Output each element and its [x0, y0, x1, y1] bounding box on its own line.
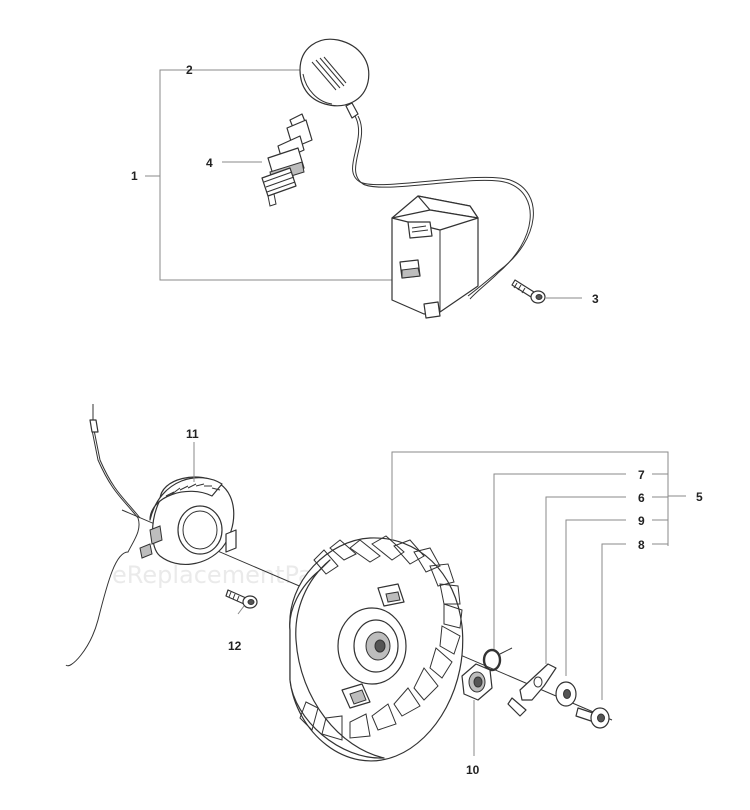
callout-6-leader: [545, 496, 626, 664]
sensor-wire-terminal: [89, 419, 99, 433]
callout-9-leader: [565, 519, 626, 676]
ignition-lead-wire: [352, 115, 534, 297]
flywheel-screw[interactable]: [575, 707, 610, 729]
callout-8: 8: [638, 538, 645, 552]
callout-5: 5: [696, 490, 703, 504]
callout-8-leader: [601, 543, 626, 700]
ignition-sensor-ring[interactable]: [139, 476, 237, 565]
sensor-screw[interactable]: [225, 589, 258, 609]
callout-4: 4: [206, 156, 213, 170]
key-washer[interactable]: [507, 663, 557, 717]
callout-1: 1: [131, 169, 138, 183]
spark-plug[interactable]: [261, 113, 313, 207]
callout-9: 9: [638, 514, 645, 528]
callout-6: 6: [638, 491, 645, 505]
callout-12: 12: [228, 639, 242, 653]
callout-3: 3: [592, 292, 599, 306]
flat-washer[interactable]: [555, 681, 577, 707]
flywheel[interactable]: [289, 535, 464, 762]
ignition-coil-module[interactable]: [391, 195, 479, 319]
callout-7-leader: [493, 473, 626, 650]
module-screw[interactable]: [511, 279, 546, 304]
sensor-wire: [65, 429, 140, 667]
callout-10: 10: [466, 763, 480, 777]
callout-12-leader: [237, 605, 245, 615]
spark-plug-cap[interactable]: [299, 38, 370, 119]
callout-11: 11: [186, 427, 199, 441]
callout-7: 7: [638, 468, 645, 482]
circlip[interactable]: [482, 647, 513, 672]
callout-2: 2: [186, 63, 193, 77]
callout-1-bracket: [145, 69, 392, 281]
callout-5-bracket: [391, 451, 686, 546]
flywheel-nut[interactable]: [461, 663, 493, 701]
